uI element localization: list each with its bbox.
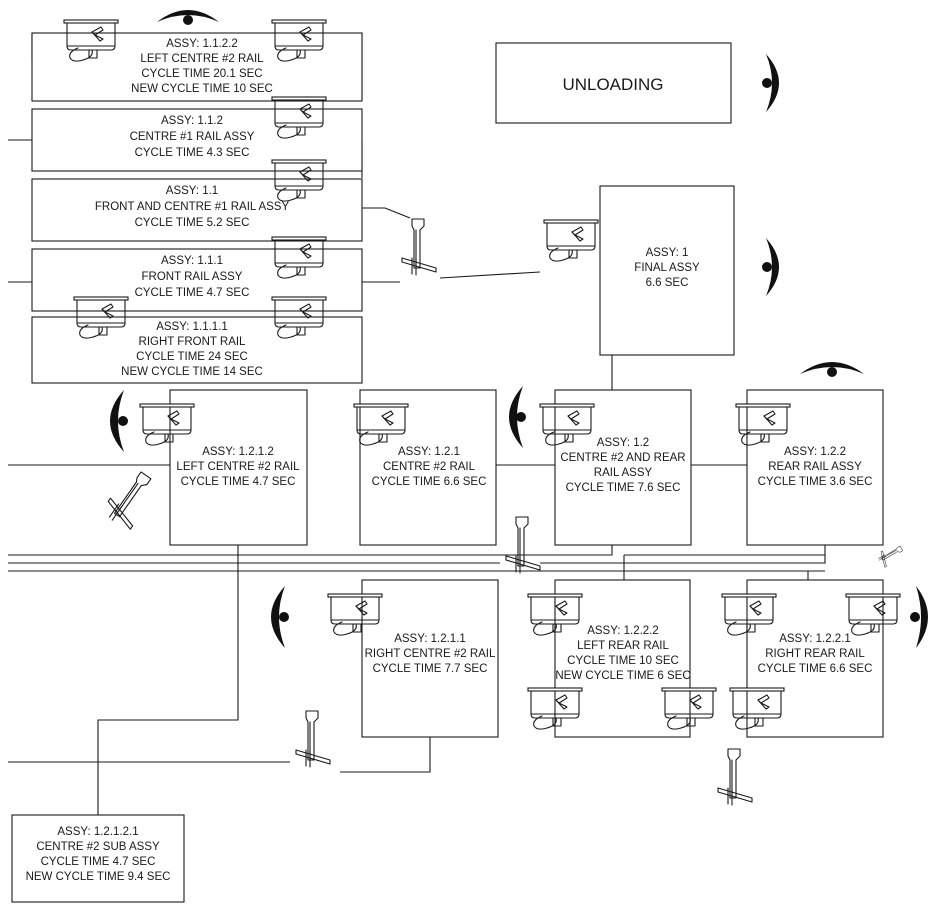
s11-line-3: CYCLE TIME 5.2 SEC [135,217,250,229]
s1212-line-1: ASSY: 1.2.1.2 [202,446,274,458]
s122-line-1: ASSY: 1.2.2 [784,446,846,458]
s1122-line-2: LEFT CENTRE #2 RAIL [140,53,264,65]
s1222-line-2: LEFT REAR RAIL [577,640,669,652]
s1211-line-2: RIGHT CENTRE #2 RAIL [365,648,496,660]
operator-position-icon [910,586,928,648]
s1111-line-2: RIGHT FRONT RAIL [139,336,247,348]
s122-line-2: REAR RAIL ASSY [768,461,862,473]
s1222-line-1: ASSY: 1.2.2.2 [587,625,659,637]
flow-lines [8,32,826,815]
s112-line-1: ASSY: 1.1.2 [161,115,223,127]
s11-line-1: ASSY: 1.1 [166,185,218,197]
conveyor-fixture-icon [505,516,541,574]
s1212-line-2: LEFT CENTRE #2 RAIL [176,461,300,473]
station-boxes [11,32,884,903]
s1-line-2: FINAL ASSY [634,262,700,274]
s12-line-1: ASSY: 1.2 [597,437,649,449]
s1221-line-3: CYCLE TIME 6.6 SEC [758,663,873,675]
station-box-1 [599,185,735,356]
s12121-line-3: CYCLE TIME 4.7 SEC [41,856,156,868]
s112-line-2: CENTRE #1 RAIL ASSY [130,131,255,143]
s1111-line-3: CYCLE TIME 24 SEC [136,351,248,363]
s112-line-3: CYCLE TIME 4.3 SEC [135,147,250,159]
s1122-line-3: CYCLE TIME 20.1 SEC [141,68,262,80]
s11-line-2: FRONT AND CENTRE #1 RAIL ASSY [95,201,290,213]
operator-icons [110,10,928,648]
operator-position-icon [762,54,779,112]
operator-position-icon [800,362,864,377]
operator-position-icon [762,238,779,296]
s12-line-4: CYCLE TIME 7.6 SEC [566,482,681,494]
s1111-line-4: NEW CYCLE TIME 14 SEC [121,366,263,378]
operator-position-icon [271,586,289,648]
conveyor-fixture-icon [100,465,162,533]
station-box-1-2-2-2 [554,579,691,738]
operator-position-icon [157,10,219,25]
s12121-line-2: CENTRE #2 SUB ASSY [36,841,160,853]
station-box-1-2-2 [746,389,884,546]
s12121-line-1: ASSY: 1.2.1.2.1 [57,826,138,838]
s1-line-1: ASSY: 1 [646,247,689,259]
station-box-1-1 [31,178,363,242]
station-box-1-1-1-1 [31,316,363,384]
s111-line-1: ASSY: 1.1.1 [161,255,223,267]
s111-line-3: CYCLE TIME 4.7 SEC [135,287,250,299]
conveyor-fixture-icon [717,748,753,806]
unloading-label: UNLOADING [562,75,663,94]
s1211-line-3: CYCLE TIME 7.7 SEC [373,663,488,675]
s1222-line-3: CYCLE TIME 10 SEC [567,655,679,667]
s122-line-3: CYCLE TIME 3.6 SEC [758,476,873,488]
s1212-line-3: CYCLE TIME 4.7 SEC [181,476,296,488]
s111-line-2: FRONT RAIL ASSY [142,271,243,283]
s1221-line-2: RIGHT REAR RAIL [765,648,865,660]
s121-line-3: CYCLE TIME 6.6 SEC [372,476,487,488]
station-box-1-2-1-1 [361,579,499,738]
s121-line-2: CENTRE #2 RAIL [383,461,476,473]
station-box-1-2-1-2 [169,389,308,546]
station-box-1-2-2-1 [746,579,884,738]
s1111-line-1: ASSY: 1.1.1.1 [156,321,228,333]
conveyor-fixture-icon [295,710,331,768]
station-box-1-2 [554,389,692,546]
station-labels: UNLOADING ASSY: 1.1.2.2 LEFT CENTRE #2 R… [26,38,873,883]
station-box-1-1-2-2 [31,32,363,102]
operator-position-icon [110,390,128,452]
s1211-line-1: ASSY: 1.2.1.1 [394,633,466,645]
s12-line-3: RAIL ASSY [594,467,653,479]
operator-position-icon [509,386,526,448]
station-box-1-1-1 [31,248,363,312]
conveyor-fixture-icon [875,541,906,569]
conveyor-fixture-icon [401,218,437,276]
s1221-line-1: ASSY: 1.2.2.1 [779,633,851,645]
computer-monitor-icon [543,219,599,262]
s1-line-3: 6.6 SEC [646,277,689,289]
s12121-line-4: NEW CYCLE TIME 9.4 SEC [26,871,171,883]
station-box-1-2-1-2-1 [11,814,185,903]
unloading-box [495,42,732,124]
s1122-line-4: NEW CYCLE TIME 10 SEC [131,83,273,95]
s1222-line-4: NEW CYCLE TIME 6 SEC [555,670,690,682]
s1122-line-1: ASSY: 1.1.2.2 [166,38,238,50]
s121-line-1: ASSY: 1.2.1 [398,446,460,458]
s12-line-2: CENTRE #2 AND REAR [560,452,685,464]
